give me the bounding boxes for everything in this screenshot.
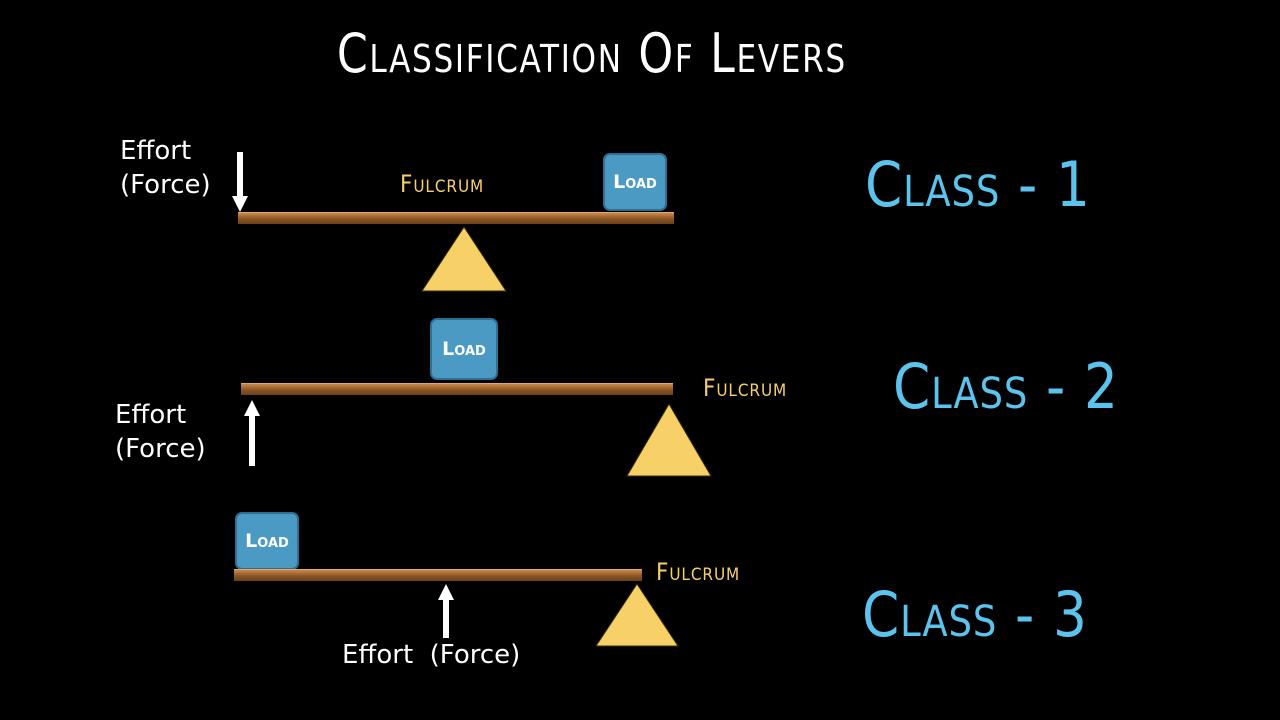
effort-label-line2: (Force) [115,434,206,464]
lever-plank-class-3 [234,569,642,581]
diagram-title: Classification Of Levers [336,22,847,85]
fulcrum-triangle-class-1 [421,226,507,292]
fulcrum-label-class-3: Fulcrum [656,558,741,586]
class-label-1: Class - 1 [865,148,1091,221]
class-label-2: Class - 2 [893,350,1119,423]
effort-label-class-2: Effort (Force) [115,398,206,466]
load-label: Load [442,338,486,360]
load-box-class-2: Load [430,318,498,380]
fulcrum-triangle-class-3 [595,583,679,647]
effort-label-line1: Effort [120,136,192,166]
effort-label-class-1: Effort (Force) [120,134,211,202]
effort-arrow-down-icon [232,152,248,212]
load-label: Load [613,171,657,193]
load-box-class-3: Load [235,512,299,570]
lever-plank-class-2 [241,383,673,395]
load-box-class-1: Load [603,153,667,211]
effort-label-class-3: Effort (Force) [342,640,521,670]
fulcrum-label-class-2: Fulcrum [703,374,788,402]
fulcrum-label-class-1: Fulcrum [400,170,485,198]
effort-arrow-up-icon [438,584,454,638]
load-label: Load [245,530,289,552]
fulcrum-triangle-class-2 [626,403,712,477]
class-label-3: Class - 3 [862,578,1088,651]
effort-label-line1: Effort [115,400,187,430]
lever-plank-class-1 [238,212,674,224]
effort-arrow-up-icon [244,400,260,466]
effort-label-line2: (Force) [120,170,211,200]
